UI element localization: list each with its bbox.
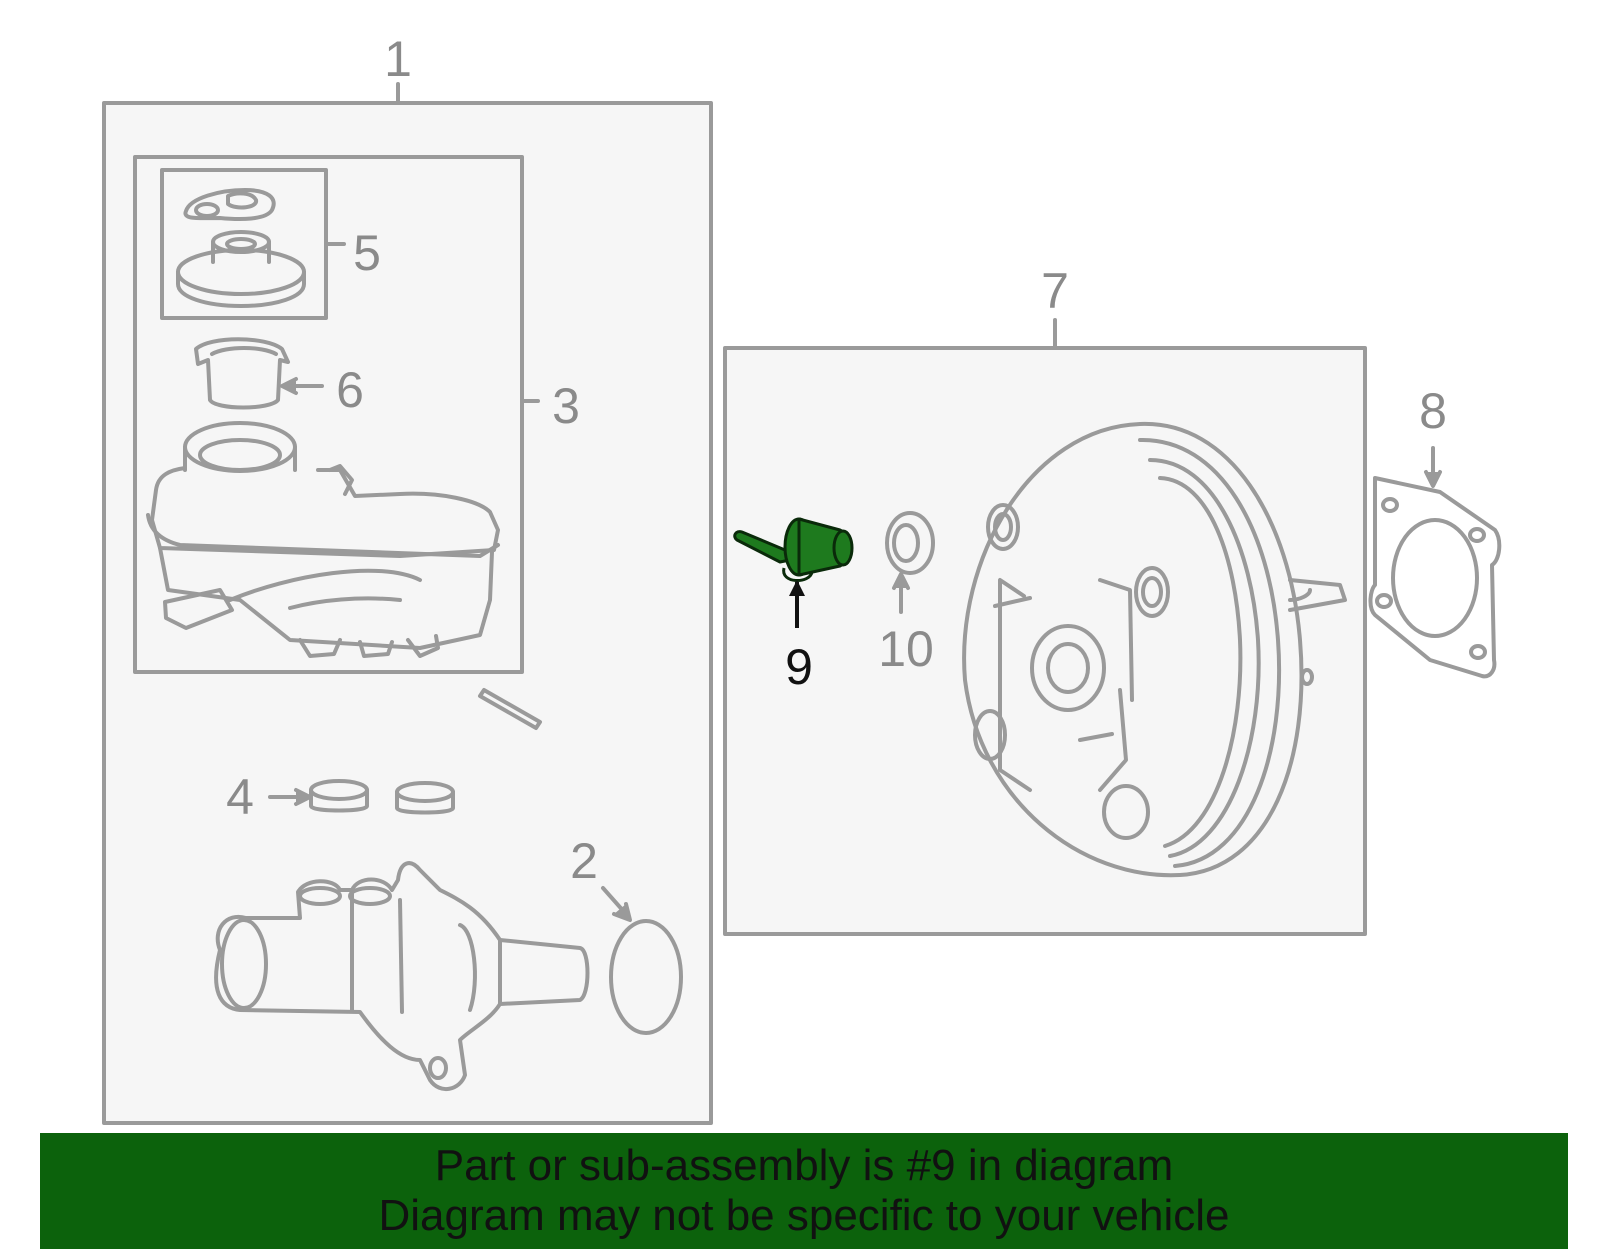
reservoir-tank-part[interactable] bbox=[146, 421, 500, 658]
info-banner: Part or sub-assembly is #9 in diagram Di… bbox=[40, 1133, 1568, 1249]
callout-1: 1 bbox=[384, 31, 412, 87]
callout-9-arrow bbox=[789, 580, 805, 628]
callout-8: 8 bbox=[1419, 383, 1447, 439]
booster-grommet-part[interactable] bbox=[885, 511, 935, 614]
callout-6: 6 bbox=[336, 362, 364, 418]
master-cylinder-part[interactable] bbox=[214, 861, 590, 1091]
check-valve-part[interactable] bbox=[733, 517, 854, 582]
callout-5: 5 bbox=[353, 225, 381, 281]
banner-line-part-number: Part or sub-assembly is #9 in diagram bbox=[434, 1141, 1174, 1190]
roll-pin-part[interactable] bbox=[478, 688, 542, 730]
callout-7: 7 bbox=[1041, 263, 1069, 319]
brake-booster-part[interactable] bbox=[962, 421, 1347, 878]
callout-4: 4 bbox=[226, 769, 254, 825]
callout-3: 3 bbox=[552, 378, 580, 434]
o-ring-part[interactable] bbox=[601, 886, 683, 1035]
callout-10: 10 bbox=[878, 621, 934, 677]
reservoir-strainer-part[interactable] bbox=[194, 337, 324, 410]
callout-2: 2 bbox=[570, 833, 598, 889]
booster-gasket-part[interactable] bbox=[1368, 446, 1502, 679]
callout-9: 9 bbox=[785, 639, 813, 695]
reservoir-cap-part[interactable] bbox=[176, 188, 306, 308]
grommet-pair-part[interactable] bbox=[268, 779, 455, 815]
banner-line-disclaimer: Diagram may not be specific to your vehi… bbox=[378, 1191, 1230, 1240]
